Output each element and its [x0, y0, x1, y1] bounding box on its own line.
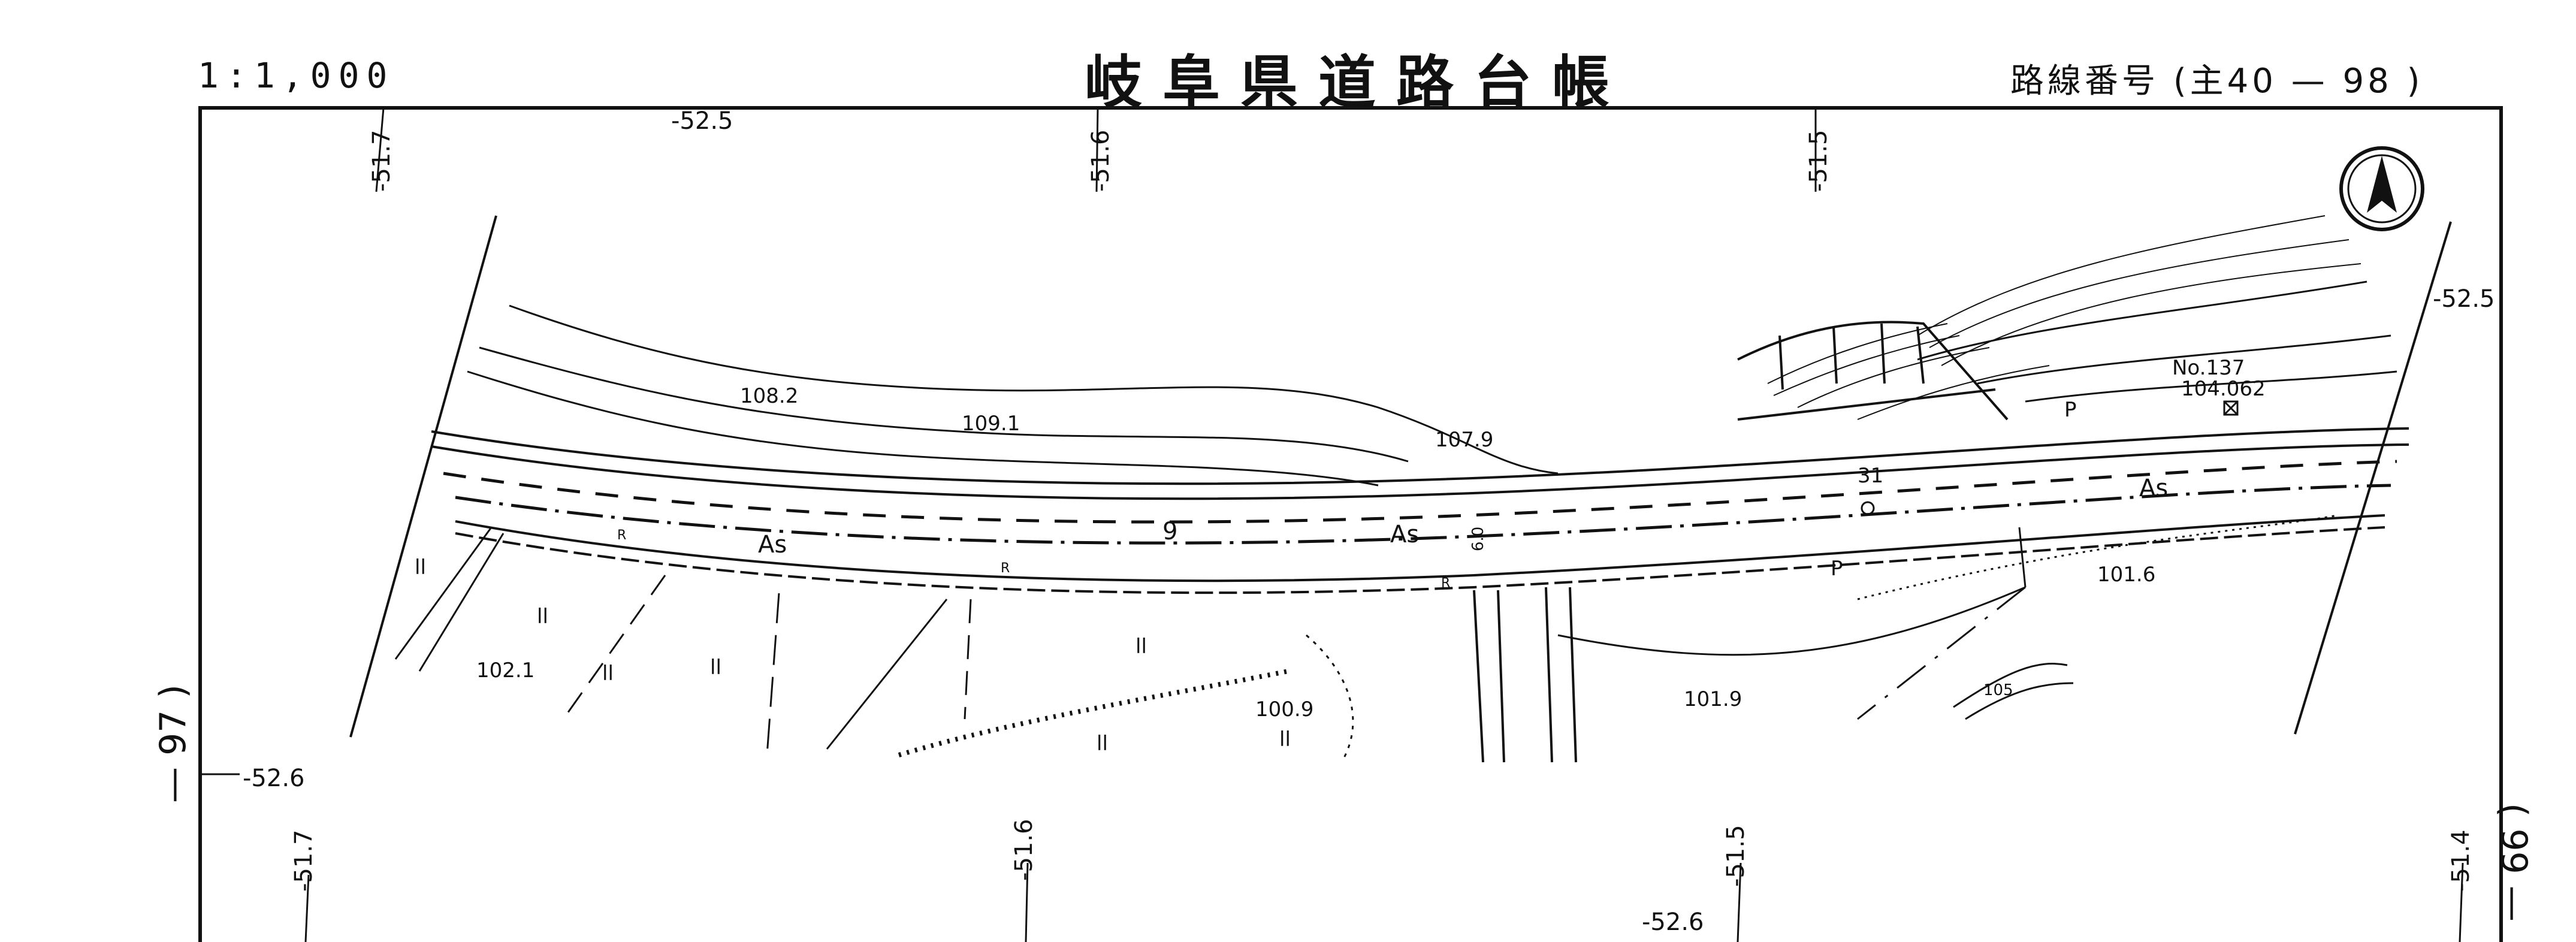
veg-mark-2: ll: [537, 605, 548, 629]
land-mark-r-2: R: [1001, 561, 1010, 576]
grid-label-right-1: -52.5: [2433, 285, 2495, 313]
road-surface-as-3: As: [2139, 475, 2168, 502]
road-lower-edge: [455, 514, 2385, 594]
station-31: 31: [1858, 464, 1883, 488]
route-number: 路線番号 (主40 — 98 ): [2010, 54, 2423, 102]
land-mark-r-3: R: [1441, 576, 1450, 591]
elev-101-9: 101.9: [1684, 687, 1742, 711]
lower-slopes: [394, 514, 2338, 762]
elev-107-9: 107.9: [1435, 428, 1493, 452]
benchmark-elevation: 104.062: [2181, 377, 2266, 401]
grid-label-left-bottom: -52.6: [243, 765, 305, 792]
land-mark-r-1: R: [617, 528, 626, 543]
contour-105: 105: [1983, 681, 2013, 699]
survey-points: [1861, 400, 2239, 515]
grid-labels: -51.7 -52.5 -51.6 -51.5 -52.5 -52.6 -51.…: [243, 107, 2495, 936]
grid-label-bottom-2: -51.6: [1010, 819, 1038, 881]
map-title: 岐阜県道路台帳: [1085, 49, 1630, 116]
veg-mark-6: ll: [1097, 732, 1108, 756]
veg-mark-3: ll: [602, 662, 614, 686]
grid-ticks: [200, 107, 2464, 942]
land-mark-p-1: P: [2064, 398, 2077, 422]
grid-label-bottom-1: -51.7: [290, 830, 318, 892]
sheet-boundaries: [349, 215, 2452, 738]
veg-mark-7: ll: [1279, 727, 1291, 751]
grid-label-bottom-5: -51.4: [2447, 830, 2475, 892]
road-surface-as-2: As: [1390, 521, 1419, 548]
route-value: (主40 — 98 ): [2173, 62, 2424, 101]
grid-label-top-4: -51.5: [1805, 130, 1832, 192]
north-arrow-icon: [2339, 146, 2424, 231]
veg-mark-4: ll: [710, 656, 721, 680]
elev-108-2: 108.2: [740, 384, 798, 408]
map-frame: [198, 106, 2503, 942]
embankment-structure: [1737, 321, 2009, 421]
map-text: As As As 9 31 No.137 104.062 105 6.0 108…: [415, 356, 2266, 756]
grid-label-top-1: -51.7: [368, 130, 395, 192]
land-mark-p-2: P: [1831, 557, 1843, 581]
grid-label-bottom-4: -52.6: [1642, 908, 1704, 936]
road-width: 6.0: [1469, 527, 1487, 551]
elev-102-1: 102.1: [476, 659, 534, 683]
grid-label-top-3: -51.6: [1087, 130, 1115, 192]
road-centerline: [443, 460, 2397, 545]
side-road: [1473, 587, 1577, 763]
grid-label-bottom-3: -51.5: [1722, 825, 1750, 887]
slope-hachures: [1767, 215, 2361, 420]
map-scale: 1:1,000: [198, 55, 395, 96]
elev-100-9: 100.9: [1255, 698, 1313, 721]
veg-mark-1: ll: [415, 555, 426, 579]
road-surface-as-1: As: [758, 531, 787, 558]
veg-mark-5: ll: [1136, 635, 1147, 659]
elev-101-6: 101.6: [2097, 563, 2155, 587]
benchmark-id: No.137: [2172, 356, 2245, 380]
road-upper-edge: [431, 427, 2409, 500]
contour-lines: [467, 280, 2397, 487]
map-header: 1:1,000 岐阜県道路台帳 路線番号 (主40 — 98 ): [0, 0, 2576, 116]
route-label: 路線番号: [2010, 62, 2159, 101]
station-9: 9: [1162, 518, 1177, 545]
elev-109-1: 109.1: [962, 412, 1020, 436]
grid-label-top-2: -52.5: [671, 107, 733, 135]
